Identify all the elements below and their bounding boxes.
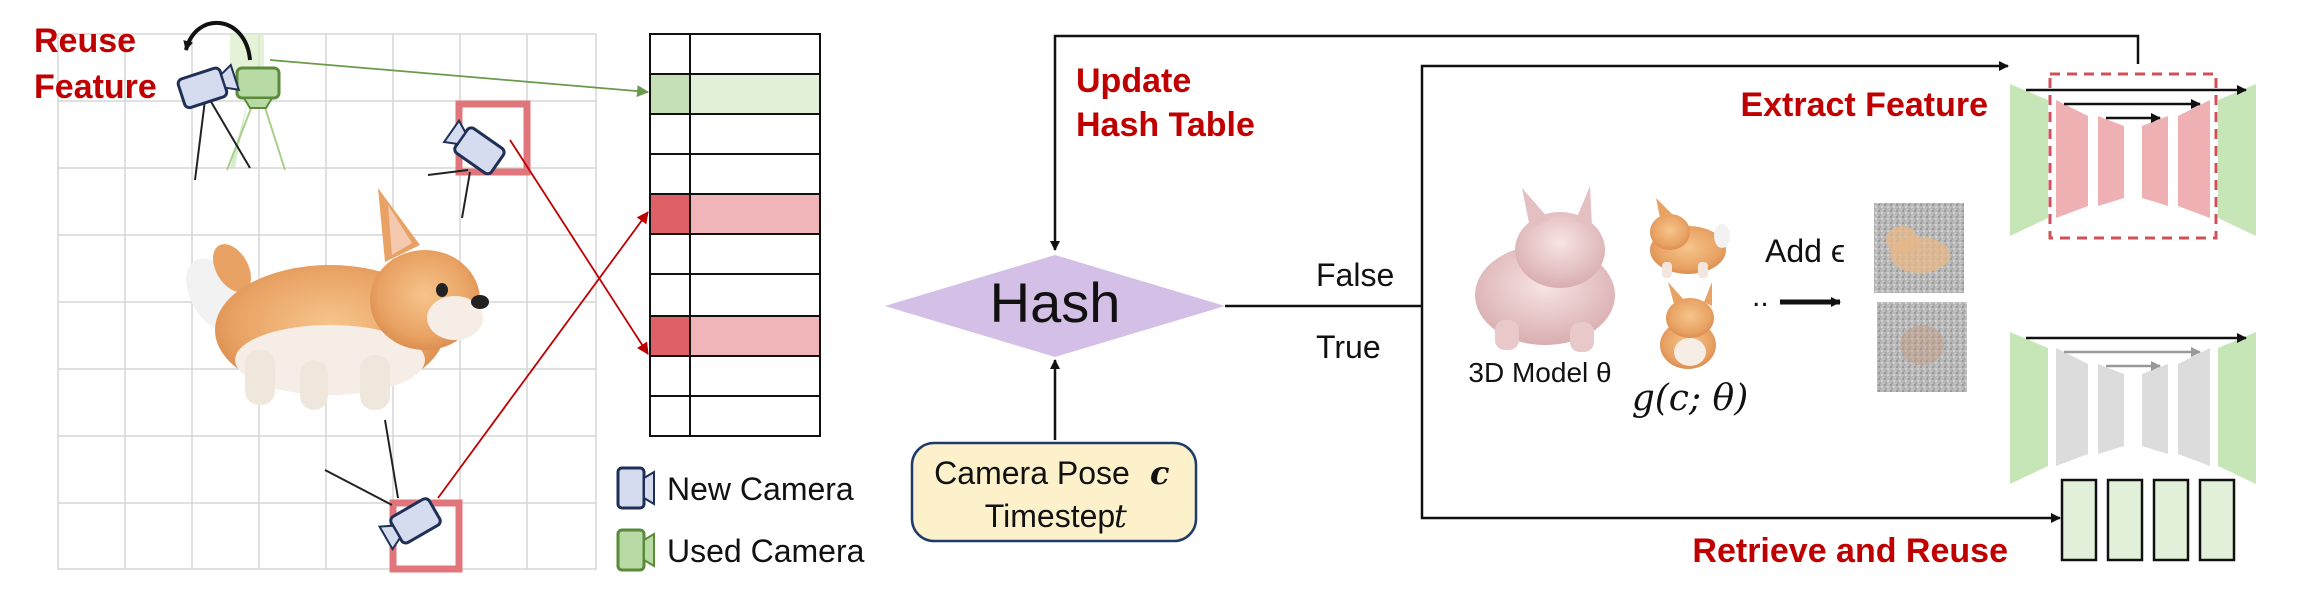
timestep-symbol: t [1114, 497, 1127, 535]
retrieve-reuse-label: Retrieve and Reuse [1692, 532, 2008, 570]
hash-diamond [885, 255, 1225, 357]
update-hash-label-2: Hash Table [1076, 106, 1255, 144]
unet-extract [2010, 72, 2256, 240]
render-fn-label: g(c; θ) [1632, 378, 1749, 419]
legend-used-camera: Used Camera [616, 528, 865, 572]
update-hash-label: Update [1076, 62, 1191, 100]
reuse-feature-label-2: Feature [34, 68, 157, 106]
render-image-top [1650, 198, 1730, 278]
camera-pose-box [910, 441, 1198, 543]
reuse-curve-arrow [183, 21, 252, 61]
false-label: False [1316, 257, 1394, 293]
legend-new-camera-text: New Camera [667, 471, 854, 507]
false-branch-arrow [1420, 61, 2009, 306]
true-label: True [1316, 329, 1381, 365]
camera-bottom-to-table-arrow [437, 211, 649, 499]
used-camera-top [226, 66, 286, 171]
render-image-bottom [1660, 282, 1716, 369]
update-hash-arrow [1050, 34, 2140, 251]
model-3d-label: 3D Model θ [1468, 357, 1611, 388]
camera-pose-symbol: c [1150, 454, 1169, 492]
extract-feature-label: Extract Feature [1740, 86, 1988, 124]
true-branch-arrow [1420, 306, 2061, 523]
timestep-text: Timestep [985, 498, 1115, 534]
new-camera-top [176, 63, 251, 181]
used-camera-to-table-arrow [269, 59, 649, 98]
corgi-image [186, 188, 489, 410]
legend-used-camera-text: Used Camera [667, 533, 865, 569]
hash-table [649, 33, 821, 437]
new-camera-bottom [324, 419, 442, 552]
camera-pose-text: Camera Pose [934, 455, 1130, 491]
cached-features [2060, 478, 2236, 562]
add-noise-label: Add ϵ [1765, 233, 1845, 269]
ellipsis-dots: .. [1752, 280, 1769, 313]
camera-mid-to-table-arrow [509, 139, 649, 355]
noisy-image-bottom [1877, 302, 1967, 392]
hash-label: Hash [990, 271, 1121, 334]
new-camera-mid [427, 118, 506, 219]
noisy-image-top [1874, 203, 1964, 293]
legend-new-camera: New Camera [616, 466, 854, 510]
reuse-feature-label: Reuse [34, 22, 136, 60]
unet-reuse [2010, 332, 2256, 484]
model-3d-image [1475, 186, 1615, 352]
